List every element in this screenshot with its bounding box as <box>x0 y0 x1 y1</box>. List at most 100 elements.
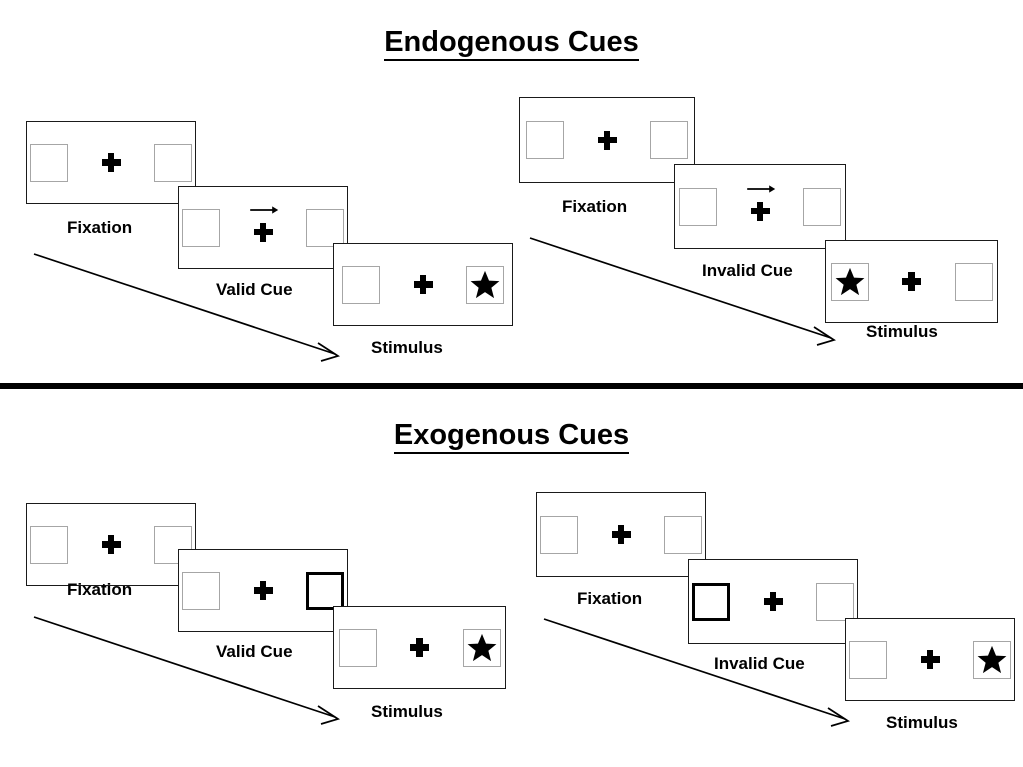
frame-endogenous-valid-stimulus <box>333 243 513 326</box>
label-endogenous-valid-cue: Valid Cue <box>216 280 293 299</box>
label-exogenous-valid-fixation: Fixation <box>67 580 133 599</box>
frame-exogenous-valid-fixation <box>26 503 196 586</box>
label-exogenous-invalid-stimulus: Stimulus <box>886 713 958 732</box>
plus-icon <box>763 592 783 611</box>
label-endogenous-invalid-stimulus: Stimulus <box>866 322 938 341</box>
spacer <box>790 601 816 602</box>
fixation-area <box>94 521 128 569</box>
label-endogenous-invalid-fixation: Fixation <box>562 197 628 216</box>
label-endogenous-invalid-cue: Invalid Cue <box>702 261 793 280</box>
target-box-right <box>462 628 501 667</box>
plus-icon <box>920 650 940 669</box>
spacer <box>220 227 246 228</box>
placeholder-box-right <box>954 262 993 301</box>
spacer <box>777 206 803 207</box>
label-exogenous-invalid-fixation: Fixation <box>577 589 643 608</box>
placeholder-box-left <box>342 265 380 304</box>
plus-icon <box>611 525 631 544</box>
plus-icon <box>101 535 121 554</box>
spacer <box>947 659 973 660</box>
plus-icon <box>253 581 273 600</box>
label-endogenous-valid-stimulus: Stimulus <box>371 338 443 357</box>
target-box-right <box>973 640 1011 679</box>
placeholder-box-left <box>526 121 564 159</box>
time-arrow-icon <box>33 616 341 725</box>
placeholder-box-right <box>154 143 192 182</box>
spacer <box>638 534 664 535</box>
spacer <box>68 544 94 545</box>
fixation-area <box>246 204 280 252</box>
spacer <box>128 544 154 545</box>
frame-endogenous-valid-cue <box>178 186 348 269</box>
section-title-endogenous: Endogenous Cues <box>0 26 1023 61</box>
spacer <box>380 284 406 285</box>
spacer <box>280 590 306 591</box>
plus-icon <box>597 130 617 150</box>
placeholder-box-left <box>338 628 377 667</box>
plus-icon <box>410 638 429 657</box>
arrow-right-icon <box>747 184 776 193</box>
star-icon <box>470 270 500 299</box>
spacer <box>68 162 94 163</box>
spacer <box>564 140 590 141</box>
cue-box-left <box>692 582 730 621</box>
spacer <box>624 140 650 141</box>
spacer <box>717 206 743 207</box>
fixation-area <box>743 183 777 231</box>
plus-icon <box>750 201 770 221</box>
placeholder-box-left <box>182 208 220 247</box>
fixation-area <box>406 261 440 309</box>
placeholder-box-left <box>540 515 578 554</box>
frame-endogenous-invalid-stimulus <box>825 240 998 323</box>
fixation-area <box>604 511 638 559</box>
spacer <box>377 647 403 648</box>
time-arrow-icon <box>529 237 837 346</box>
star-icon <box>467 633 496 662</box>
target-box-left <box>830 262 869 301</box>
frame-endogenous-invalid-fixation <box>519 97 695 183</box>
label-endogenous-valid-fixation: Fixation <box>67 218 133 237</box>
spacer <box>578 534 604 535</box>
spacer <box>280 227 306 228</box>
section-title-exogenous-text: Exogenous Cues <box>393 419 630 454</box>
frame-endogenous-valid-fixation <box>26 121 196 204</box>
placeholder-box-left <box>679 187 717 226</box>
plus-icon <box>253 222 273 242</box>
spacer <box>887 659 913 660</box>
plus-icon <box>101 153 121 172</box>
frame-exogenous-invalid-fixation <box>536 492 706 577</box>
star-icon <box>835 267 864 296</box>
fixation-area <box>895 258 929 306</box>
placeholder-box-right <box>664 515 702 554</box>
spacer <box>730 601 756 602</box>
frame-exogenous-invalid-stimulus <box>845 618 1015 701</box>
frame-endogenous-invalid-cue <box>674 164 846 249</box>
plus-icon <box>902 272 921 291</box>
placeholder-box-left <box>849 640 887 679</box>
frame-exogenous-invalid-cue <box>688 559 858 644</box>
spacer <box>220 590 246 591</box>
label-exogenous-invalid-cue: Invalid Cue <box>714 654 805 673</box>
section-divider <box>0 383 1023 389</box>
target-box-right <box>466 265 504 304</box>
time-arrow-icon <box>33 253 341 362</box>
frame-exogenous-valid-cue <box>178 549 348 632</box>
spacer <box>437 647 463 648</box>
section-title-exogenous: Exogenous Cues <box>0 419 1023 454</box>
placeholder-box-right <box>803 187 841 226</box>
star-icon <box>977 645 1007 674</box>
fixation-area <box>403 624 437 672</box>
fixation-area <box>246 567 280 615</box>
fixation-area <box>756 578 790 626</box>
label-exogenous-valid-stimulus: Stimulus <box>371 702 443 721</box>
spacer <box>128 162 154 163</box>
spacer <box>929 281 955 282</box>
fixation-area <box>913 636 947 684</box>
placeholder-box-left <box>30 525 68 564</box>
placeholder-box-left <box>182 571 220 610</box>
placeholder-box-right <box>306 208 344 247</box>
placeholder-box-right <box>154 525 192 564</box>
placeholder-box-right <box>816 582 854 621</box>
arrow-right-icon <box>250 205 279 214</box>
fixation-area <box>590 116 624 164</box>
